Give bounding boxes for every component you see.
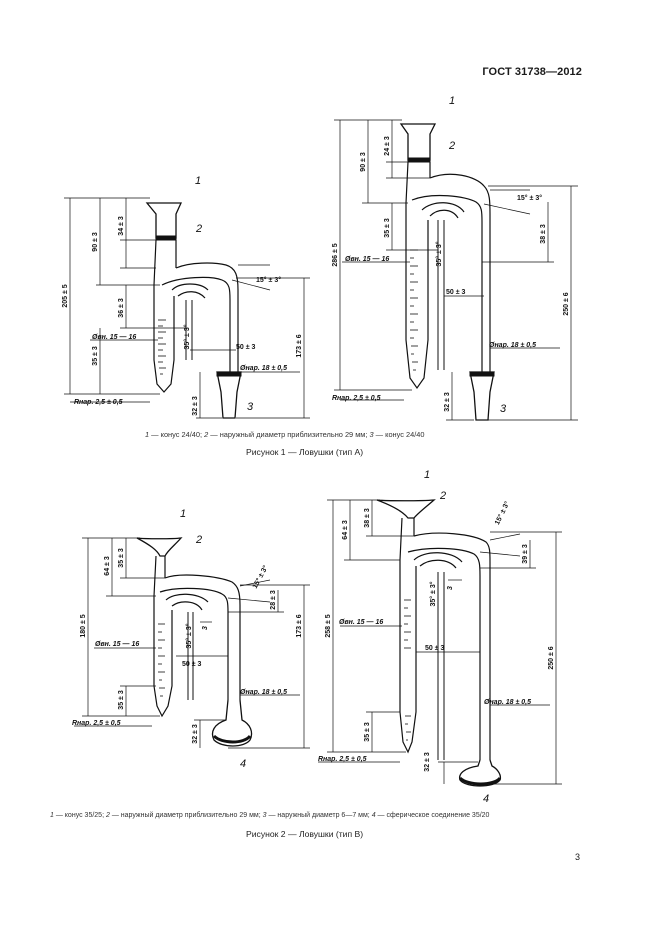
label-3: 3 [447, 586, 454, 590]
dim-inner-angle: 35° ± 3° [435, 241, 443, 266]
figure2-legend: 1 — конус 35/25; 2 — наружный диаметр пр… [50, 812, 490, 819]
document-header: ГОСТ 31738—2012 [482, 66, 582, 78]
dim-outer-diameter: Øнар. 18 ± 0,5 [484, 699, 531, 706]
label-1: 1 [449, 95, 455, 107]
page-number: 3 [574, 852, 580, 862]
dim-bottom-length: 35 ± 3 [364, 722, 371, 742]
dim-cone-bottom: 32 ± 3 [444, 392, 451, 412]
dim-radius: Rнар. 2,5 ± 0,5 [332, 395, 381, 402]
dim-arm-offset: 38 ± 3 [540, 224, 547, 244]
dim-upper-length: 64 ± 3 [104, 556, 111, 576]
dim-arm-angle: 15° ± 3° [517, 194, 542, 202]
label-3: 3 [500, 403, 507, 415]
dim-radius: Rнар. 2,5 ± 0,5 [318, 756, 367, 763]
dim-inner-diameter: Øвн. 15 — 16 [95, 641, 139, 648]
dim-spacing: 50 ± 3 [236, 344, 256, 351]
label-2: 2 [439, 490, 446, 502]
dim-spacing: 50 ± 3 [446, 289, 466, 296]
label-1: 1 [424, 469, 430, 481]
dim-inner-diameter: Øвн. 15 — 16 [92, 334, 136, 341]
label-2: 2 [195, 223, 202, 235]
dim-radius: Rнар. 2,5 ± 0,5 [74, 399, 123, 406]
dim-arm-angle: 15° ± 3° [256, 276, 281, 284]
fig1-right-trap [334, 119, 578, 421]
dim-cone-length: 38 ± 3 [364, 508, 371, 528]
label-2: 2 [448, 140, 455, 152]
dim-total-height: 258 ± 5 [325, 614, 332, 637]
figure1-legend: 1 — конус 24/40; 2 — наружный диаметр пр… [145, 430, 425, 439]
label-3: 3 [202, 626, 209, 630]
dim-inner-angle: 35° ± 3° [183, 324, 191, 349]
dim-inner-diameter: Øвн. 15 — 16 [345, 256, 389, 263]
dim-arm-offset: 28 ± 3 [270, 590, 277, 610]
dim-spacing: 50 ± 3 [182, 661, 202, 668]
dim-cone-bottom: 32 ± 3 [192, 396, 199, 416]
dim-arm-offset: 39 ± 3 [522, 544, 529, 564]
label-1: 1 [195, 175, 201, 187]
dim-arm-height: 173 ± 6 [296, 334, 303, 357]
dim-mid-length: 36 ± 3 [118, 298, 125, 318]
dim-joint-height: 32 ± 3 [424, 752, 431, 772]
dim-arm-angle: 15° ± 3° [493, 500, 511, 526]
dim-cone-length: 35 ± 3 [118, 548, 125, 568]
dim-arm-height: 250 ± 6 [563, 292, 570, 315]
figure2-caption: Рисунок 2 — Ловушки (тип В) [246, 829, 364, 839]
dim-radius: Rнар. 2,5 ± 0,5 [72, 720, 121, 727]
figure1-caption: Рисунок 1 — Ловушки (тип А) [246, 447, 364, 457]
fig1-left-trap [64, 197, 310, 419]
label-1: 1 [180, 508, 186, 520]
label-3: 3 [247, 401, 254, 413]
fig2-left-trap [74, 537, 310, 749]
dim-upper-length: 90 ± 3 [360, 152, 367, 172]
dim-outer-diameter: Øнар. 18 ± 0,5 [489, 342, 536, 349]
dim-upper-length: 90 ± 3 [92, 232, 99, 252]
dim-outer-diameter: Øнар. 18 ± 0,5 [240, 689, 287, 696]
dim-mid-length: 35 ± 3 [384, 218, 391, 238]
dim-arm-height: 173 ± 6 [296, 614, 303, 637]
dim-total-height: 180 ± 5 [80, 614, 87, 637]
dim-total-height: 205 ± 5 [62, 284, 69, 307]
label-4: 4 [483, 793, 489, 805]
dim-upper-length: 64 ± 3 [342, 520, 349, 540]
dim-cone-length: 24 ± 3 [384, 136, 391, 156]
dim-spacing: 50 ± 3 [425, 645, 445, 652]
dim-outer-diameter: Øнар. 18 ± 0,5 [240, 365, 287, 372]
dim-total-height: 286 ± 5 [332, 243, 339, 266]
fig2-right-trap [318, 499, 562, 787]
dim-inner-diameter: Øвн. 15 — 16 [339, 619, 383, 626]
dim-inner-angle: 35° ± 3° [185, 623, 193, 648]
dim-bottom-length: 35 ± 3 [118, 690, 125, 710]
dim-arm-height: 250 ± 6 [548, 646, 555, 669]
label-2: 2 [195, 534, 202, 546]
label-4: 4 [240, 758, 246, 770]
dim-joint-height: 32 ± 3 [192, 724, 199, 744]
dim-lower-length: 35 ± 3 [92, 346, 99, 366]
dim-cone-length: 34 ± 3 [118, 216, 125, 236]
dim-inner-angle: 35° ± 3° [429, 581, 437, 606]
